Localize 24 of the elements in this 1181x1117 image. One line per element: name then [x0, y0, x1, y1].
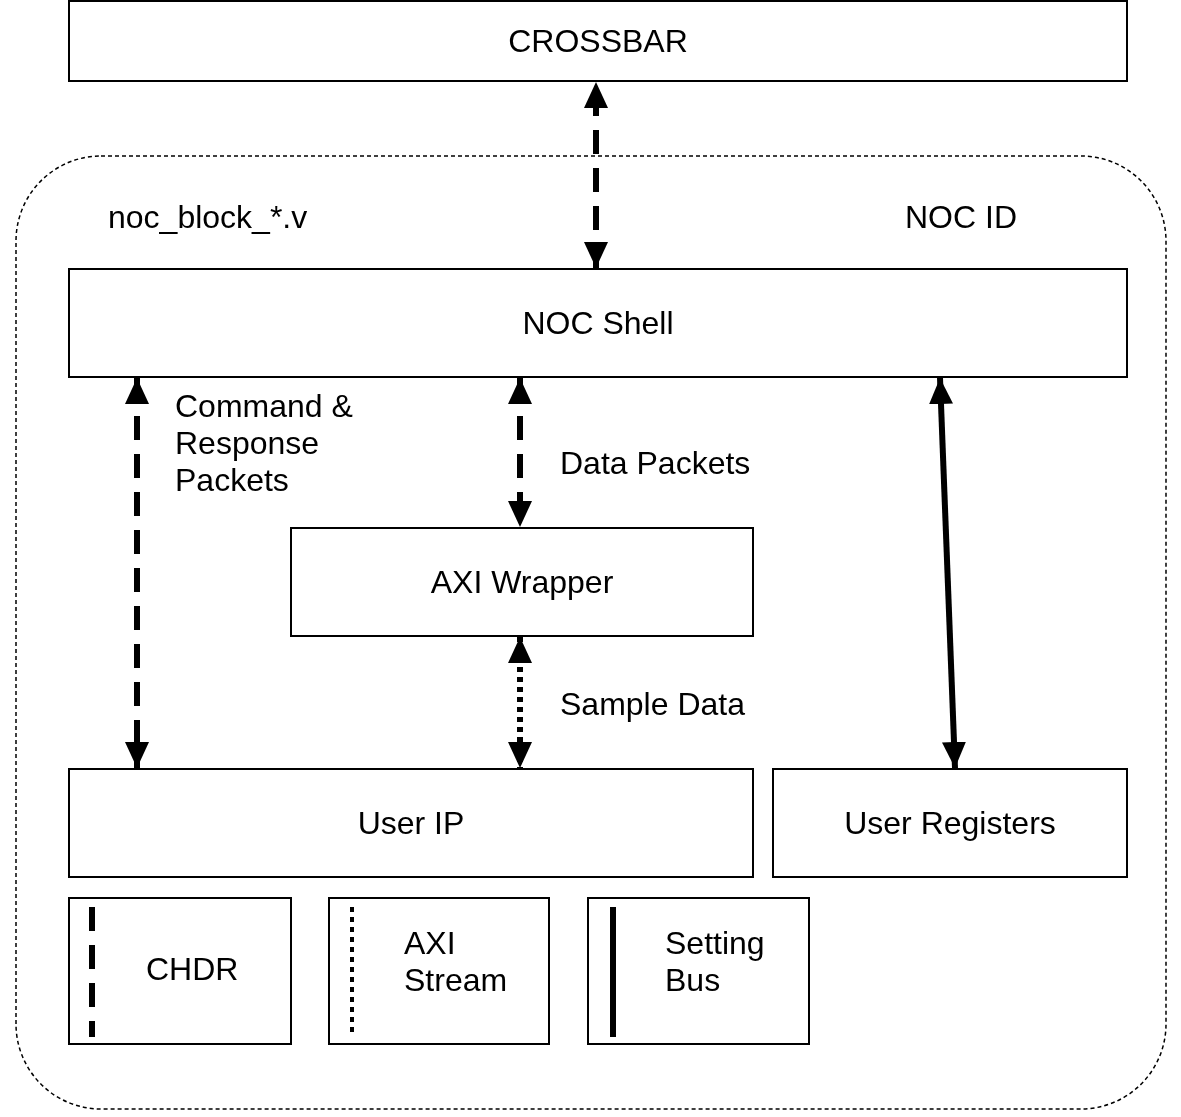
edge-label: Command & Response Packets: [175, 388, 354, 499]
legend-text: AXI Stream: [404, 925, 509, 999]
double-arrow: [508, 637, 532, 768]
double-arrow: [929, 377, 966, 769]
box-label: NOC Shell: [522, 304, 674, 342]
module-region: [15, 155, 1167, 1110]
module-box: [68, 268, 1128, 378]
legend-text: CHDR: [146, 951, 240, 988]
box-label: CROSSBAR: [508, 22, 688, 60]
double-arrow: [508, 378, 532, 527]
id-label: NOC ID: [905, 199, 1017, 236]
box-label: User Registers: [844, 804, 1056, 842]
double-arrow: [125, 378, 149, 768]
double-arrow: [584, 82, 608, 268]
module-box: [68, 768, 754, 878]
legend-text: Setting Bus: [665, 925, 766, 999]
module-box: [68, 0, 1128, 82]
module-file-label: noc_block_*.v: [108, 199, 308, 236]
module-box: [290, 527, 754, 637]
module-box: [772, 768, 1128, 878]
box-label: AXI Wrapper: [430, 563, 614, 601]
box-label: User IP: [357, 804, 465, 842]
edge-label: Data Packets: [560, 445, 752, 482]
edge-label: Sample Data: [560, 686, 746, 723]
